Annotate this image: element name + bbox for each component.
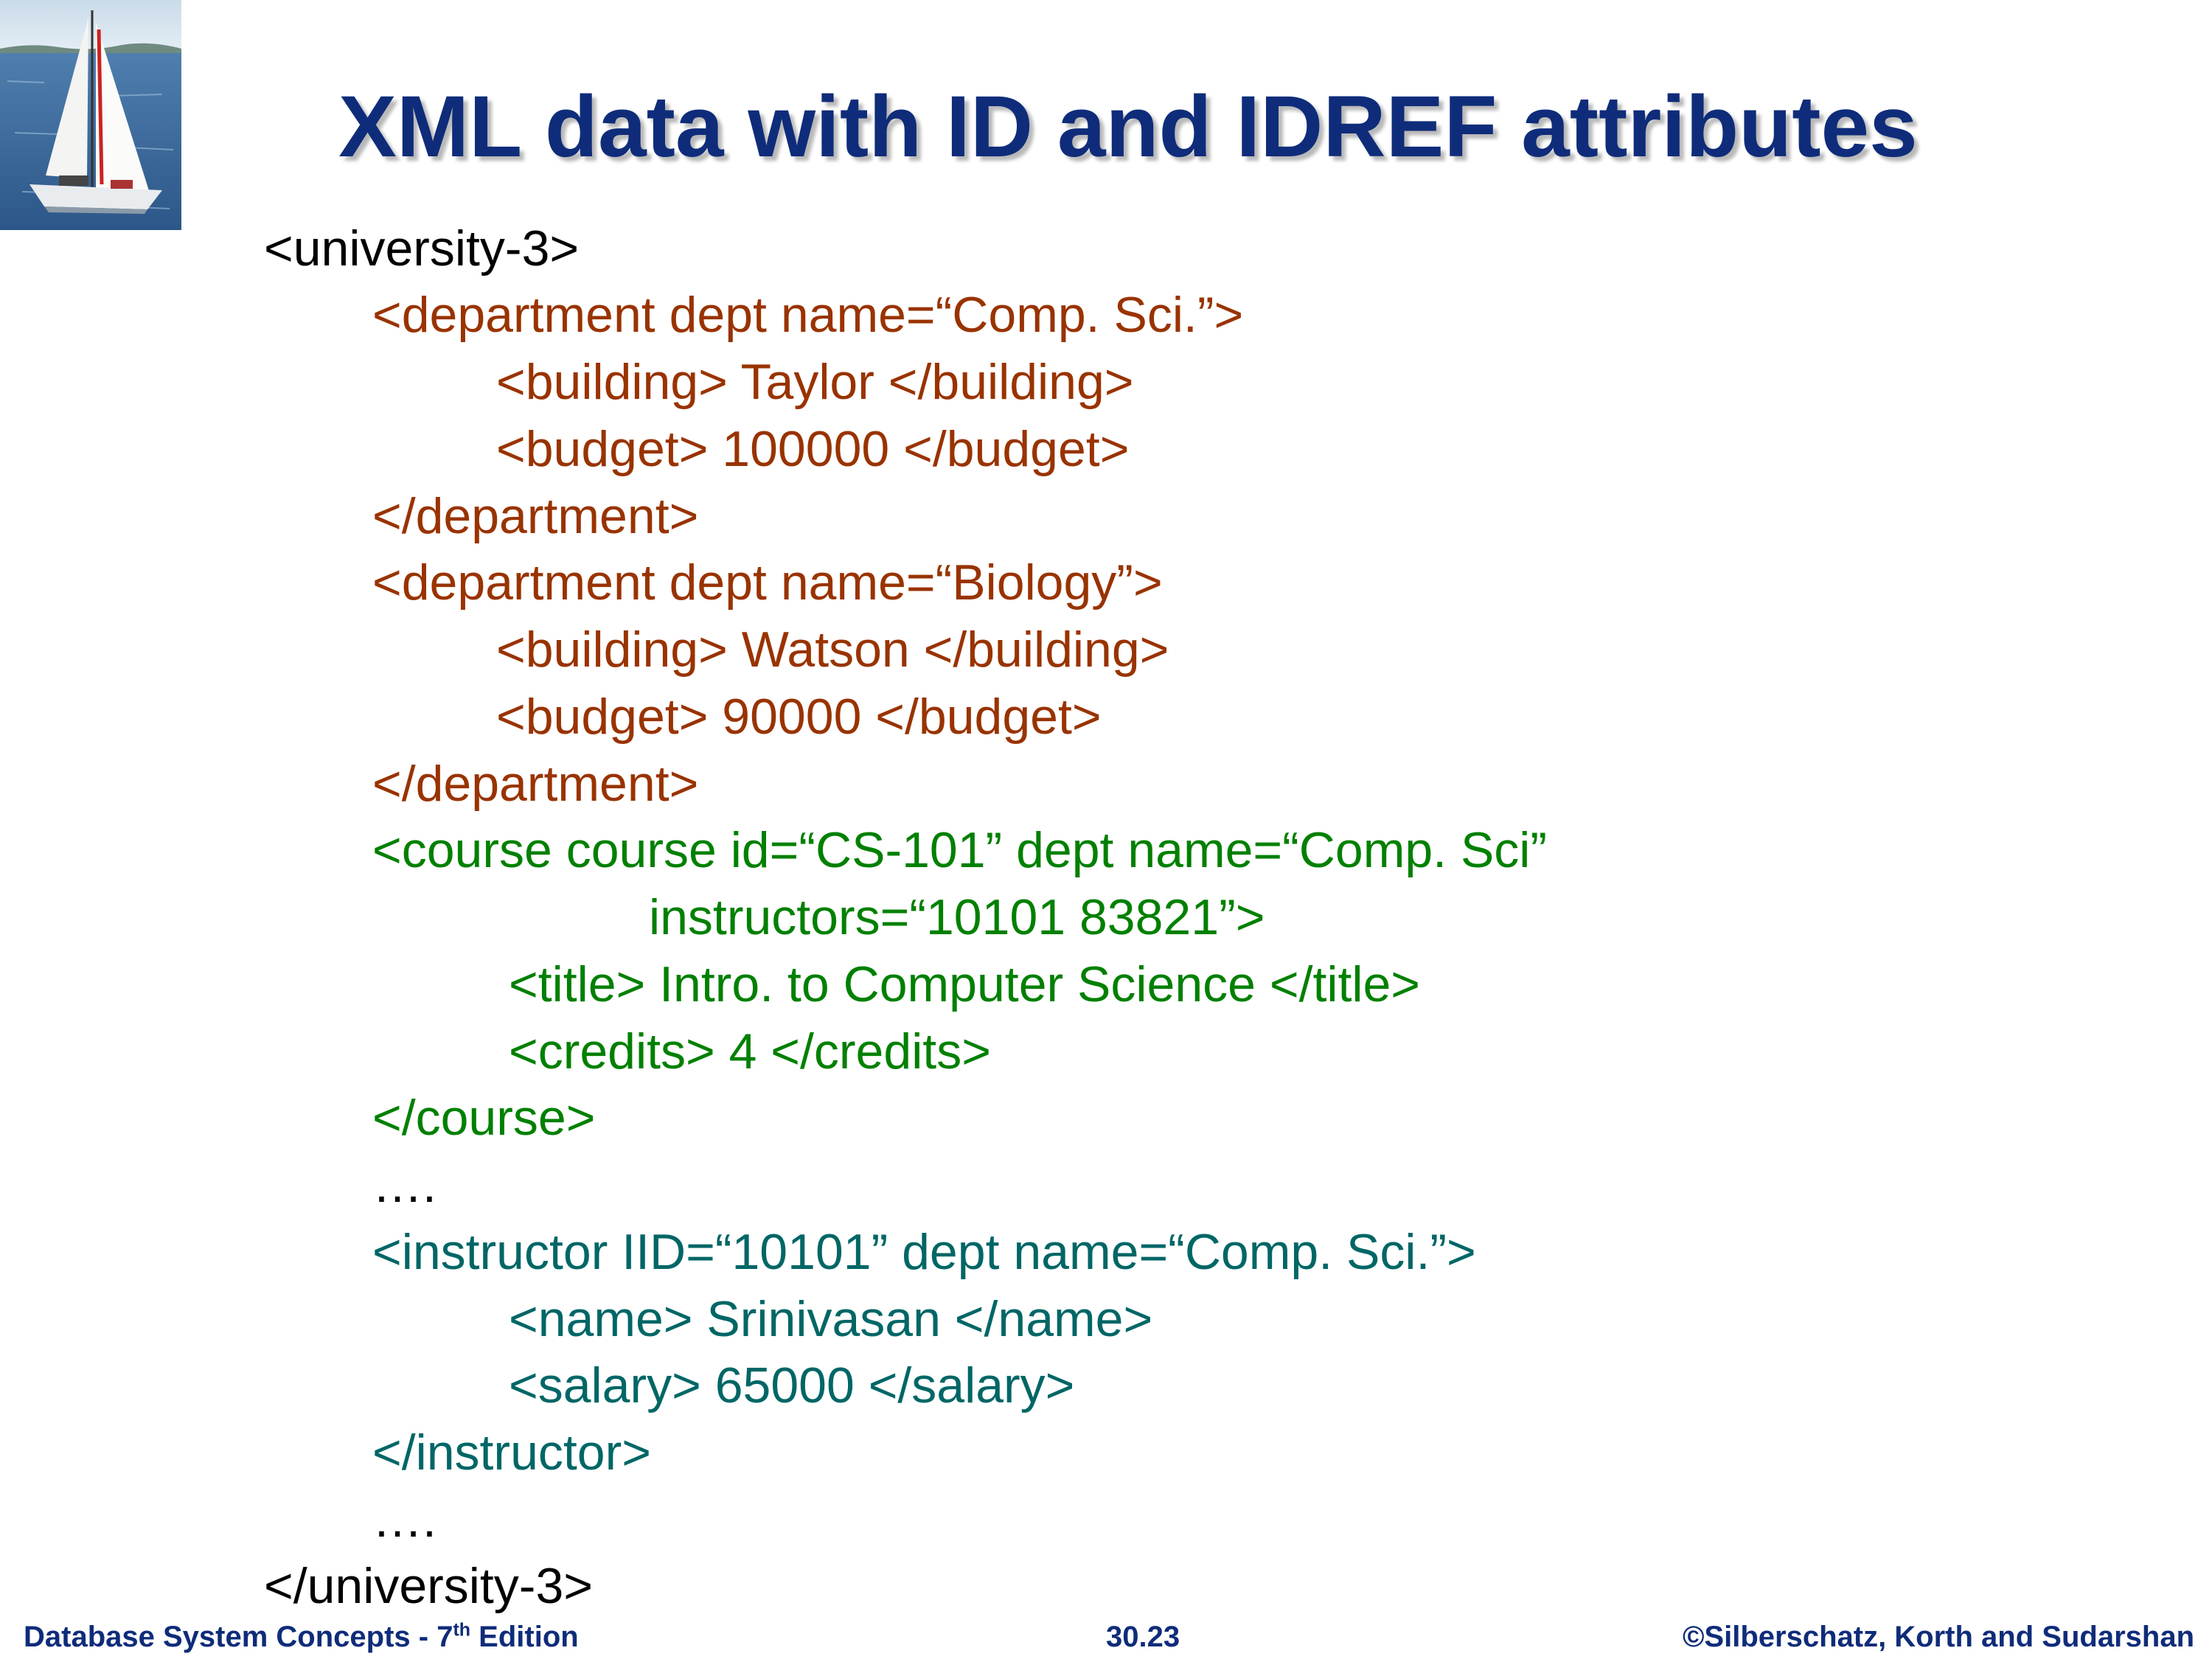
code-line: …. (372, 1157, 437, 1213)
code-line: </university-3> (264, 1558, 593, 1614)
code-line: <credits> 4 </credits> (509, 1023, 991, 1079)
code-line: instructors=“10101 83821”> (649, 889, 1265, 945)
slide-title: XML data with ID and IDREF attributes (338, 78, 1918, 175)
code-line: <department dept name=“Biology”> (372, 554, 1163, 611)
footer-page-number: 30.23 (1106, 1621, 1180, 1653)
code-line: <instructor IID=“10101” dept name=“Comp.… (372, 1224, 1476, 1280)
footer-book-title: Database System Concepts - 7th Edition (24, 1618, 579, 1655)
code-line: <budget> 100000 </budget> (496, 421, 1130, 477)
footer-book-title-sup: th (453, 1619, 471, 1641)
code-line: </department> (372, 756, 699, 812)
code-line: <salary> 65000 </salary> (509, 1357, 1075, 1413)
code-line: …. (372, 1492, 437, 1548)
code-line: <name> Srinivasan </name> (509, 1291, 1153, 1347)
footer-book-title-prefix: Database System Concepts - 7 (24, 1621, 453, 1653)
footer-book-title-suffix: Edition (470, 1621, 579, 1653)
code-line: <budget> 90000 </budget> (496, 689, 1102, 745)
footer-copyright: ©Silberschatz, Korth and Sudarshan (1682, 1621, 2194, 1653)
code-line: </instructor> (372, 1425, 651, 1481)
code-line: <course course id=“CS-101” dept name=“Co… (372, 822, 1548, 878)
code-line: <university-3> (264, 220, 580, 276)
code-line: </course> (372, 1090, 596, 1146)
code-line: <building> Taylor </building> (496, 354, 1134, 410)
code-line: <department dept name=“Comp. Sci.”> (372, 287, 1244, 343)
code-line: <title> Intro. to Computer Science </tit… (509, 956, 1420, 1012)
code-line: <building> Watson </building> (496, 622, 1169, 678)
code-line: </department> (372, 488, 699, 544)
sailboat-logo-icon (0, 0, 181, 230)
